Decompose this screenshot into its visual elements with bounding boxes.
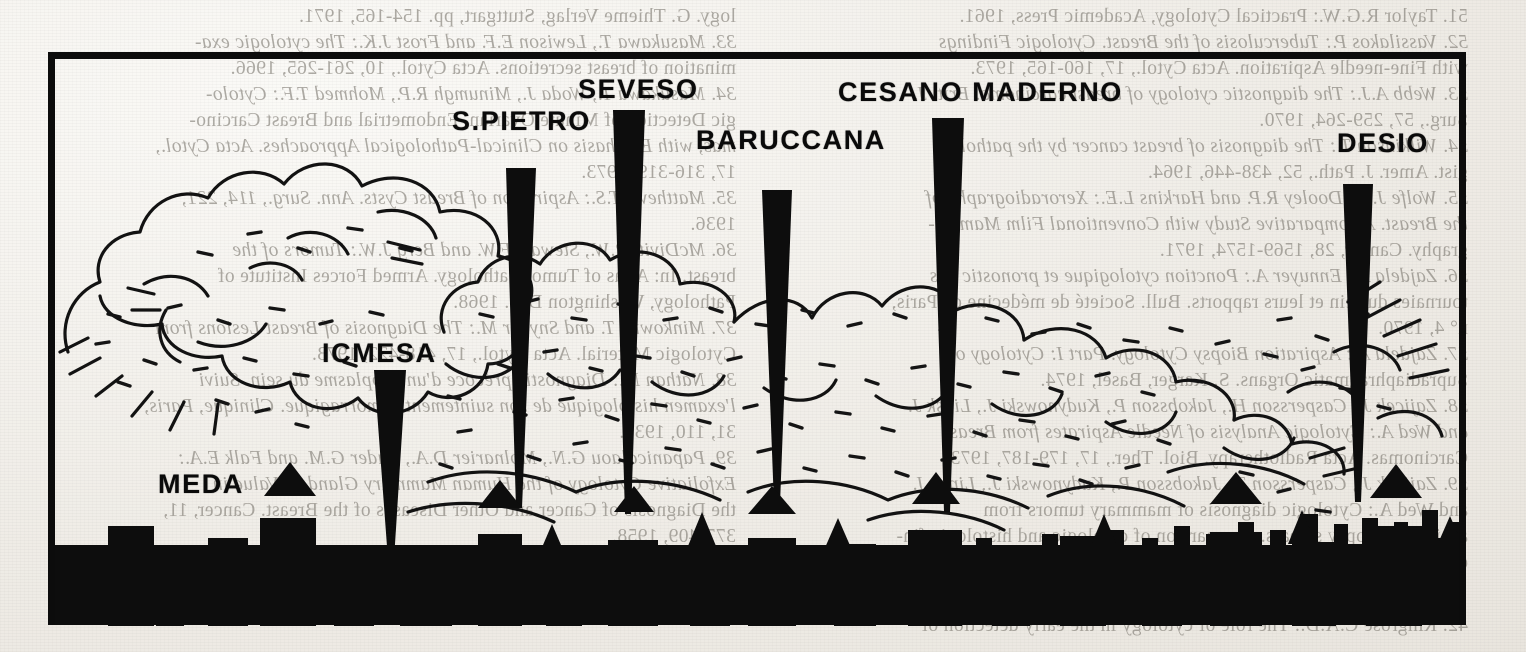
chimney-cesano-maderno xyxy=(932,118,964,512)
chimney-s-pietro xyxy=(506,168,536,508)
chimney-icmesa xyxy=(374,370,406,560)
bleed-line: logy. G. Thieme Verlag, Stuttgart, pp. 1… xyxy=(298,6,736,27)
label-cesano-maderno: CESANO MADERNO xyxy=(838,77,1123,107)
smoke-cloud-layer xyxy=(58,162,1450,532)
label-icmesa: ICMESA xyxy=(322,338,437,368)
chimney-layer xyxy=(374,110,1373,560)
label-s-pietro: S.PIETRO xyxy=(452,106,591,136)
bleed-line: 52. Vassilakos P.: Tuberculosis of the B… xyxy=(938,32,1468,53)
chimney-desio xyxy=(1343,184,1373,502)
chimney-baruccana xyxy=(762,190,792,504)
figure-frame-border xyxy=(48,52,1466,625)
label-meda: MEDA xyxy=(158,469,244,499)
ground-mass xyxy=(48,545,1466,625)
bleed-line: 51. Taylor R.G.W.: Practical Cytology, A… xyxy=(959,6,1468,27)
label-baruccana: BARUCCANA xyxy=(696,125,886,155)
label-desio: DESIO xyxy=(1337,128,1430,158)
particulate-speckles xyxy=(94,226,1392,514)
label-seveso: SEVESO xyxy=(578,74,699,104)
chimney-seveso xyxy=(613,110,645,514)
figure-illustration xyxy=(48,52,1466,626)
bleed-line: 33. Masukawa T., Lewison E.F. and Frost … xyxy=(194,32,736,53)
